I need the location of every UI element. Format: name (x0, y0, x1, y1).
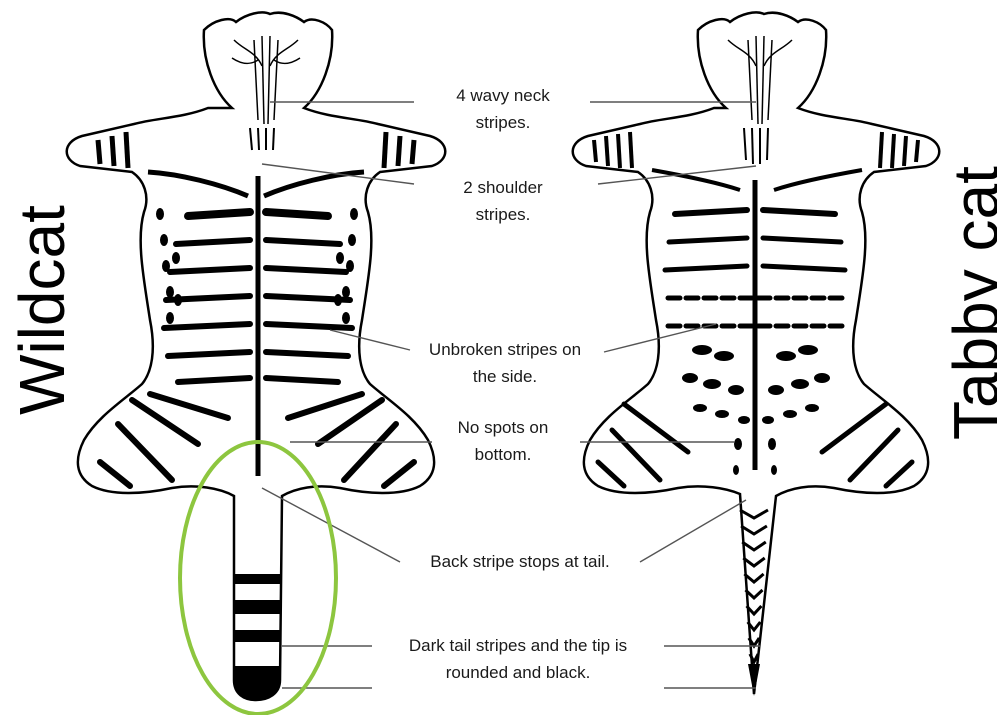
tabby-belly-spot (714, 351, 734, 361)
wildcat-side-dot (348, 234, 356, 246)
label-side-line1: Unbroken stripes on (400, 336, 610, 363)
wildcat-side-stripe (266, 212, 328, 216)
wildcat-side-dot (350, 208, 358, 220)
wildcat-side-stripe (266, 268, 346, 272)
label-bottom-line2: bottom. (418, 441, 588, 468)
wildcat-side-stripe (178, 378, 250, 382)
leader-back-right (640, 500, 746, 562)
wildcat-side-dot (342, 286, 350, 298)
wildcat-pelt (67, 12, 446, 700)
wildcat-side-stripe (266, 240, 340, 244)
tabby-belly-spot (768, 438, 776, 450)
label-back-stripe: Back stripe stops at tail. (390, 548, 650, 575)
label-shoulder-stripes: 2 shoulder stripes. (418, 174, 588, 228)
tabby-tail-tip (748, 664, 760, 696)
wildcat-side-dot (342, 312, 350, 324)
wildcat-side-dot (166, 312, 174, 324)
label-shoulder-line2: stripes. (418, 201, 588, 228)
tabby-belly-spot (814, 373, 830, 383)
tabby-belly-spot (682, 373, 698, 383)
tabby-belly-spot (771, 465, 777, 475)
wildcat-side-dot (166, 286, 174, 298)
wildcat-side-stripe (266, 352, 348, 356)
wildcat-side-dot (156, 208, 164, 220)
wildcat-side-dot (160, 234, 168, 246)
label-tail-line1: Dark tail stripes and the tip is (368, 632, 668, 659)
tabby-belly-spot (805, 404, 819, 412)
label-tail-line2: rounded and black. (368, 659, 668, 686)
tabby-belly-spot (776, 351, 796, 361)
tabby-belly-spot (728, 385, 744, 395)
wildcat-title: Wildcat (10, 180, 74, 440)
tabby-side-stripe (763, 210, 835, 214)
wildcat-side-dot (174, 294, 182, 306)
wildcat-side-dot (346, 260, 354, 272)
label-neck-stripes: 4 wavy neck stripes. (418, 82, 588, 136)
wildcat-side-dot (336, 252, 344, 264)
label-side-line2: the side. (400, 363, 610, 390)
label-bottom-line1: No spots on (418, 414, 588, 441)
tabby-belly-spot (791, 379, 809, 389)
label-back-line1: Back stripe stops at tail. (390, 548, 650, 575)
label-shoulder-line1: 2 shoulder (418, 174, 588, 201)
wildcat-side-stripe (176, 240, 250, 244)
tabby-belly-spot (768, 385, 784, 395)
wildcat-side-stripe (266, 324, 352, 328)
label-tail-stripes: Dark tail stripes and the tip is rounded… (368, 632, 668, 686)
tabby-side-stripe (675, 210, 747, 214)
tabby-belly-spot (693, 404, 707, 412)
tabby-pelt (573, 12, 940, 696)
tabby-cat-title: Tabby cat (944, 180, 997, 440)
tabby-belly-spot (715, 410, 729, 418)
label-neck-line1: 4 wavy neck (418, 82, 588, 109)
tabby-belly-spot (734, 438, 742, 450)
tabby-belly-spot (738, 416, 750, 424)
wildcat-side-stripe (266, 378, 338, 382)
label-side-stripes: Unbroken stripes on the side. (400, 336, 610, 390)
tabby-belly-spot (733, 465, 739, 475)
tabby-belly-spot (692, 345, 712, 355)
wildcat-side-dot (162, 260, 170, 272)
tabby-belly-spot (798, 345, 818, 355)
wildcat-side-stripe (170, 268, 250, 272)
wildcat-side-dot (172, 252, 180, 264)
tabby-belly-spot (762, 416, 774, 424)
tabby-belly-spot (783, 410, 797, 418)
label-no-spots: No spots on bottom. (418, 414, 588, 468)
wildcat-side-stripe (188, 212, 250, 216)
tabby-belly-spot (703, 379, 721, 389)
wildcat-side-stripe (168, 352, 250, 356)
wildcat-side-stripe (164, 324, 250, 328)
wildcat-side-dot (334, 294, 342, 306)
label-neck-line2: stripes. (418, 109, 588, 136)
